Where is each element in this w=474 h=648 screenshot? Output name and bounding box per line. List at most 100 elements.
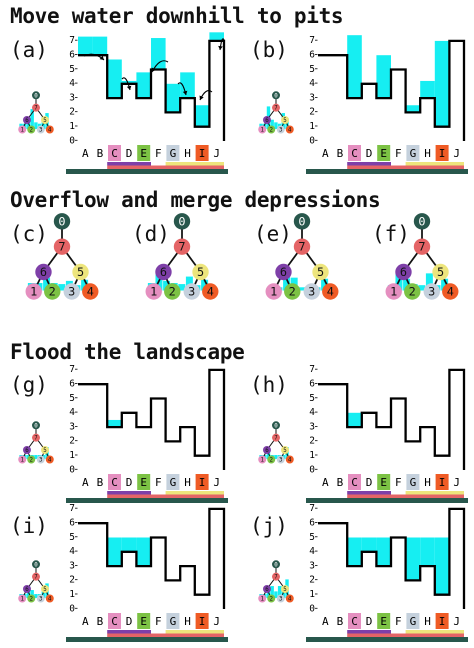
tree-water-bar [58,284,66,291]
cell-label-A: A [322,615,329,628]
water-cell-E [376,55,391,99]
tree-node-0 [272,560,280,569]
tree-node-label: 7 [298,240,305,254]
y-tick-label: 1 [69,450,75,461]
y-tick-label: 4 [69,78,75,89]
cell-box-E [137,145,151,161]
y-tick-label: 4 [69,546,75,557]
tree-node-6 [22,116,31,124]
cell-box-G [406,474,420,490]
y-tick-label: 3 [69,560,75,571]
tree-node-label: 4 [48,127,52,133]
cell-box-G [166,145,180,161]
cell-box-C [348,145,361,161]
cell-label-D: D [126,476,133,489]
water-cell-I [434,40,450,127]
y-tick-label: 3 [309,421,315,432]
cell-label-C: C [111,147,118,160]
cell-label-C: C [111,615,118,628]
tree-node-label: 4 [87,285,94,299]
tree-node-label: 1 [20,127,24,133]
tree-water-bar [274,122,278,130]
terrain-outline [318,39,466,141]
y-tick-label: 1 [309,450,315,461]
tree-water-bar [263,123,267,130]
y-tick-label: 6 [69,517,75,528]
tree-node-label: 6 [400,265,407,279]
tree-node-7 [32,103,40,112]
tree-node-3 [63,283,80,300]
tree-node-label: 2 [30,457,33,463]
cell-box-E [137,613,151,629]
section-title-overflow: Overflow and merge depressions [10,188,381,212]
tree-node-label: 0 [34,93,38,99]
tree-node-6 [262,446,271,454]
tree-node-label: 4 [288,127,292,133]
tree-water-bar [201,279,209,291]
panel-label-b: (b) [250,38,288,62]
tree-node-1 [18,455,27,464]
tree-node-5 [281,446,290,454]
flow-arrow-head [151,67,156,72]
tree-water-bar [178,284,186,291]
panel-label-i: (i) [10,514,48,538]
tree-node-0 [293,213,311,230]
flow-arrow-head [182,90,188,95]
water-cell-C [107,59,122,99]
terrain-outline [318,507,466,609]
cell-label-F: F [155,147,162,160]
tree-node-2 [27,594,36,603]
tree-node-label: 1 [260,596,264,602]
y-tick-label: 0 [69,603,75,614]
bar-purple [107,630,151,634]
tree-node-label: 4 [48,457,52,463]
y-tick-label: 6 [69,378,75,389]
cell-label-J: J [213,476,220,489]
y-tick-label: 4 [69,407,75,418]
tree-node-1 [258,594,267,603]
panel-label-h: (h) [250,373,288,397]
y-tick-label: 7 [309,503,315,514]
tree-water-bar [403,278,411,291]
tree-node-label: 0 [274,93,278,99]
bar-yellow [165,491,224,495]
tree-node-label: 5 [283,448,287,454]
cell-label-D: D [126,615,133,628]
tree-node-label: 7 [34,436,38,442]
terrain-outline [78,39,226,141]
tree-node-label: 0 [274,562,278,568]
cell-label-B: B [337,476,344,489]
terrain-outline [318,368,466,470]
bar-purple [347,630,391,634]
tree-node-label: 4 [207,285,214,299]
tree-node-label: 7 [34,106,38,112]
tree-node-label: 2 [30,127,33,133]
tree-water-bar [270,119,274,130]
cell-label-D: D [366,615,373,628]
tree-water-bar [34,455,38,460]
y-tick-label: 7 [309,35,315,46]
tree-node-7 [173,238,191,255]
y-tick-label: 3 [309,560,315,571]
tree-node-4 [82,283,99,300]
tree-node-label: 5 [283,587,287,593]
tree-node-label: 6 [160,265,167,279]
cell-label-C: C [351,476,358,489]
bar-yellow [165,630,224,634]
tree-water-bar [270,586,274,599]
tree-node-4 [322,283,339,300]
tree-node-label: 5 [317,265,324,279]
tree-node-6 [155,263,172,281]
tree-node-0 [32,560,40,569]
cell-box-G [406,613,420,629]
tree-node-4 [285,594,294,603]
flow-arrow-head [99,55,104,60]
tree-node-1 [265,283,282,300]
tree-node-5 [192,263,209,281]
